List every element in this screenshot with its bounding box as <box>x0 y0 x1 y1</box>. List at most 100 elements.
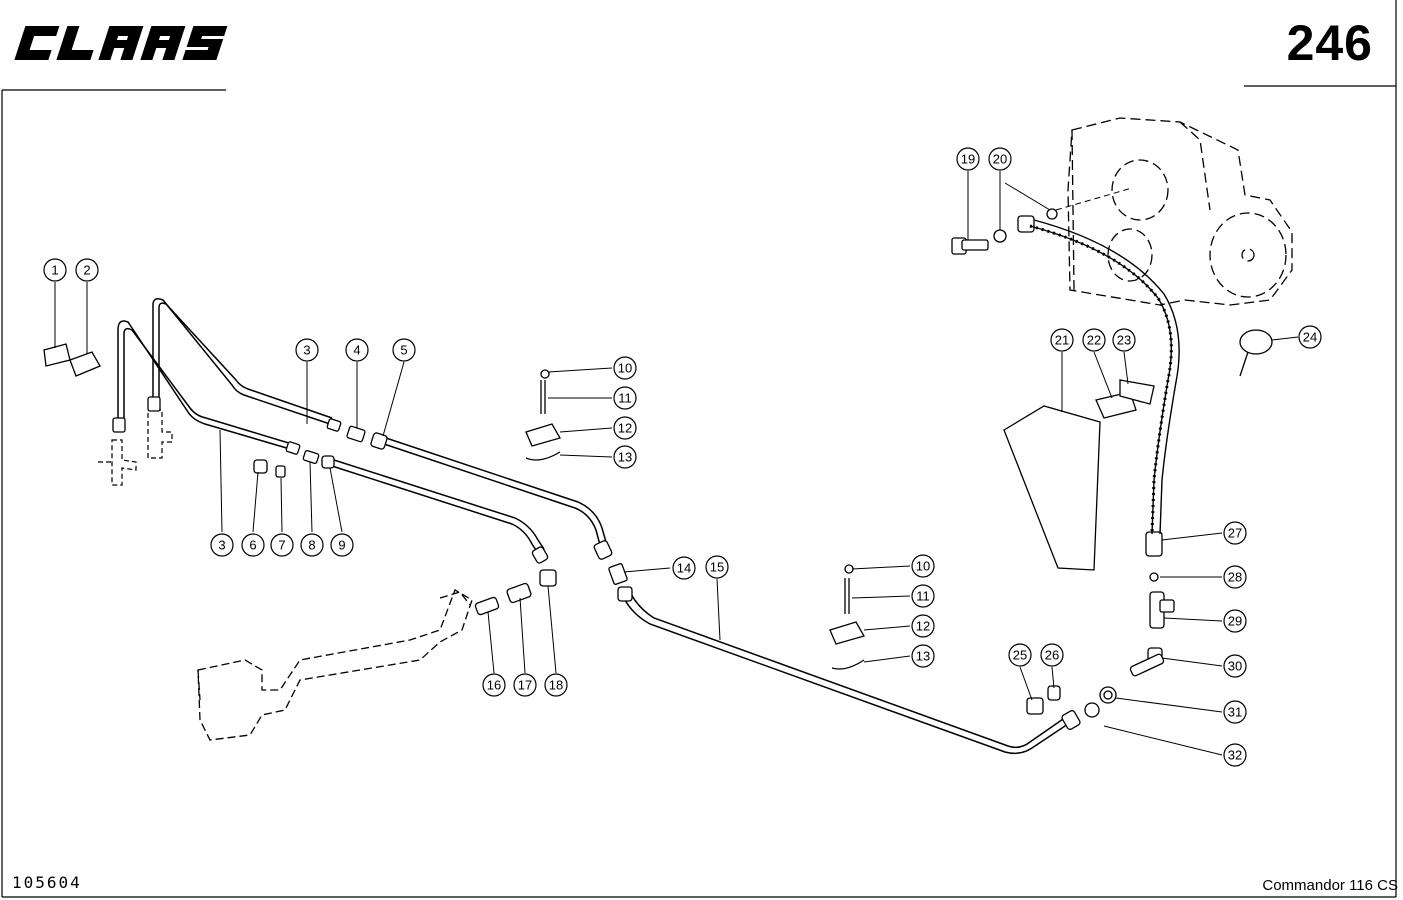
callout-circle <box>613 445 637 469</box>
callout-number: 14 <box>677 561 691 576</box>
callout-11: 11 <box>911 584 935 608</box>
callout-6: 6 <box>241 533 265 557</box>
callout-number: 21 <box>1055 333 1069 348</box>
callout-circle <box>544 673 568 697</box>
callout-circle <box>295 338 319 362</box>
callout-24: 24 <box>1298 325 1322 349</box>
callout-15: 15 <box>705 555 729 579</box>
callout-circle <box>1223 521 1247 545</box>
callout-number: 1 <box>51 263 58 278</box>
callout-circle <box>1223 609 1247 633</box>
callout-circle <box>1223 700 1247 724</box>
callout-10: 10 <box>613 356 637 380</box>
callout-number: 2 <box>83 263 90 278</box>
callout-circle <box>1008 643 1032 667</box>
small-fittings <box>43 208 1273 730</box>
callout-number: 17 <box>518 678 532 693</box>
callout-9: 9 <box>330 533 354 557</box>
callout-11: 11 <box>613 386 637 410</box>
callout-number: 10 <box>916 559 930 574</box>
callout-22: 22 <box>1082 328 1106 352</box>
callout-26: 26 <box>1040 643 1064 667</box>
callout-31: 31 <box>1223 700 1247 724</box>
callout-8: 8 <box>300 533 324 557</box>
callout-number: 11 <box>916 589 930 604</box>
callout-number: 13 <box>916 649 930 664</box>
callout-16: 16 <box>482 673 506 697</box>
callout-circle <box>1223 654 1247 678</box>
callout-number: 18 <box>549 678 563 693</box>
callout-number: 20 <box>993 152 1007 167</box>
callout-3: 3 <box>295 338 319 362</box>
callout-number: 4 <box>353 343 360 358</box>
t-fittings <box>98 409 173 486</box>
callout-number: 25 <box>1013 648 1027 663</box>
callout-circle <box>300 533 324 557</box>
callout-29: 29 <box>1223 609 1247 633</box>
callout-number: 23 <box>1117 333 1131 348</box>
callout-circle <box>1112 328 1136 352</box>
left-pipes <box>117 298 1069 755</box>
callout-circle <box>270 533 294 557</box>
callout-circle <box>1050 328 1074 352</box>
callout-4: 4 <box>345 338 369 362</box>
callout-number: 6 <box>249 538 256 553</box>
callout-number: 29 <box>1228 614 1242 629</box>
callout-circle <box>911 584 935 608</box>
callout-number: 12 <box>618 421 632 436</box>
callout-number: 22 <box>1087 333 1101 348</box>
tank-fitting <box>197 589 473 741</box>
callout-14: 14 <box>672 556 696 580</box>
claas-logo <box>14 26 228 60</box>
callout-number: 10 <box>618 361 632 376</box>
callout-circle <box>513 673 537 697</box>
callout-number: 11 <box>618 391 632 406</box>
callout-circle <box>705 555 729 579</box>
callout-3: 3 <box>210 533 234 557</box>
callout-17: 17 <box>513 673 537 697</box>
leader-lines <box>54 171 1299 756</box>
callout-18: 18 <box>544 673 568 697</box>
callout-21: 21 <box>1050 328 1074 352</box>
callout-number: 19 <box>961 152 975 167</box>
callout-circle <box>613 416 637 440</box>
callout-number: 7 <box>278 538 285 553</box>
callout-circle <box>672 556 696 580</box>
callout-circle <box>75 258 99 282</box>
callout-circle <box>330 533 354 557</box>
callout-circle <box>911 554 935 578</box>
callout-2: 2 <box>75 258 99 282</box>
callout-number: 26 <box>1045 648 1059 663</box>
callout-circle <box>1298 325 1322 349</box>
callout-25: 25 <box>1008 643 1032 667</box>
callout-10: 10 <box>911 554 935 578</box>
callout-circle <box>345 338 369 362</box>
callout-7: 7 <box>270 533 294 557</box>
callout-27: 27 <box>1223 521 1247 545</box>
callout-number: 27 <box>1228 526 1242 541</box>
callout-number: 28 <box>1228 570 1242 585</box>
callout-number: 3 <box>303 343 310 358</box>
callout-number: 8 <box>308 538 315 553</box>
callout-12: 12 <box>911 614 935 638</box>
callout-number: 12 <box>916 619 930 634</box>
callout-32: 32 <box>1223 743 1247 767</box>
callout-circle <box>988 147 1012 171</box>
callout-number: 31 <box>1228 705 1242 720</box>
model-name: Commandor 116 CS <box>1262 877 1398 894</box>
callout-12: 12 <box>613 416 637 440</box>
callout-13: 13 <box>911 644 935 668</box>
callout-number: 3 <box>218 538 225 553</box>
callout-circle <box>241 533 265 557</box>
document-code: 105604 <box>12 873 82 892</box>
callout-number: 16 <box>487 678 501 693</box>
callout-number: 15 <box>710 560 724 575</box>
callout-circle <box>1223 743 1247 767</box>
callout-number: 32 <box>1228 748 1242 763</box>
callout-circle <box>911 614 935 638</box>
callout-30: 30 <box>1223 654 1247 678</box>
callout-1: 1 <box>43 258 67 282</box>
callout-circle <box>43 258 67 282</box>
